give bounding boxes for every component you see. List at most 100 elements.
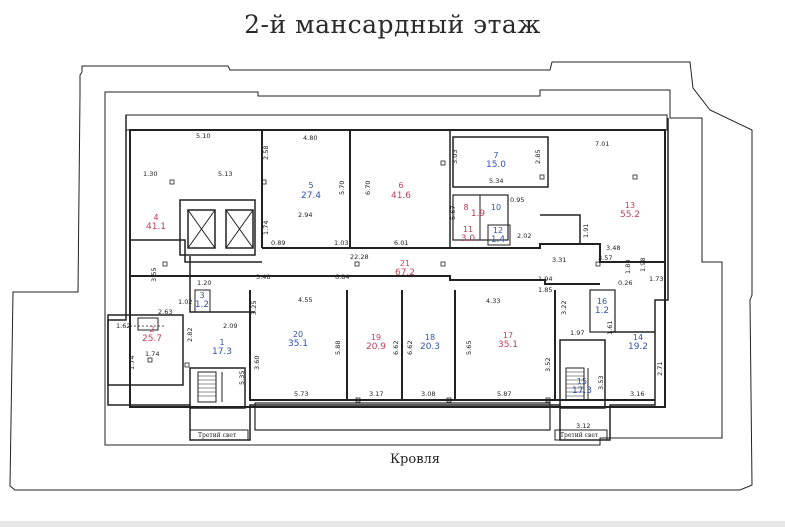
dim-label: 1.20 bbox=[197, 279, 211, 287]
room-13-number: 13 bbox=[625, 201, 635, 210]
dim-label: 6.62 bbox=[406, 341, 414, 355]
room-1-area: 17.3 bbox=[212, 347, 232, 357]
room-3-area: 1.2 bbox=[195, 300, 209, 310]
stair-label-right: Третий свет bbox=[560, 432, 599, 439]
dim-label: 5.87 bbox=[497, 390, 511, 398]
dim-label: 1.74 bbox=[145, 350, 159, 358]
dim-label: 3.48 bbox=[256, 273, 270, 281]
dim-label: 3.57 bbox=[598, 254, 612, 262]
stair-label-left: Третий свет bbox=[198, 432, 237, 439]
room-17-area: 35.1 bbox=[498, 340, 518, 350]
dim-label: 3.17 bbox=[369, 390, 383, 398]
room-16-area: 1.2 bbox=[595, 306, 609, 316]
dim-label: 3.03 bbox=[451, 150, 459, 164]
dim-label: 5.35 bbox=[238, 371, 246, 385]
dim-label: 1.74 bbox=[262, 221, 270, 235]
room-12-number: 12 bbox=[493, 226, 503, 235]
dim-label: 3.31 bbox=[552, 256, 566, 264]
room-15-number: 15 bbox=[577, 377, 587, 386]
room-7-number: 7 bbox=[493, 151, 498, 160]
roof-outline bbox=[9, 61, 753, 491]
dim-label: 3.08 bbox=[421, 390, 435, 398]
dim-label: 6.62 bbox=[392, 341, 400, 355]
dim-label: 2.94 bbox=[298, 211, 312, 219]
dim-label: 1.97 bbox=[570, 329, 584, 337]
column-markers bbox=[147, 160, 638, 403]
dim-label: 3.53 bbox=[597, 376, 605, 390]
dim-label: 5.34 bbox=[489, 177, 503, 185]
dim-label: 2.63 bbox=[158, 308, 172, 316]
dim-label: 1.73 bbox=[649, 275, 663, 283]
room-6-number: 6 bbox=[398, 181, 403, 190]
room-11-number: 11 bbox=[463, 225, 473, 234]
room-20-area: 35.1 bbox=[288, 339, 308, 349]
dimension-labels: 5.10 4.80 7.01 1.30 5.13 2.58 6.70 5.70 … bbox=[116, 132, 664, 430]
dim-label: 3.16 bbox=[630, 390, 644, 398]
room-5-number: 5 bbox=[308, 181, 313, 190]
roof-label: Кровля bbox=[390, 452, 440, 467]
dim-label: 5.70 bbox=[338, 181, 346, 195]
dim-label: 1.61 bbox=[606, 321, 614, 335]
dim-label: 4.55 bbox=[298, 296, 312, 304]
dim-label: 6.84 bbox=[335, 273, 349, 281]
dim-label: 1.88 bbox=[624, 260, 632, 274]
dim-label: 5.10 bbox=[196, 132, 210, 140]
room-12-area: 1.4 bbox=[491, 235, 506, 245]
dim-label: 5.88 bbox=[334, 341, 342, 355]
dim-label: 1.74 bbox=[128, 356, 136, 370]
dim-label: 2.82 bbox=[186, 328, 194, 342]
room-11-area: 3.0 bbox=[461, 234, 476, 244]
dim-label: 3.48 bbox=[606, 244, 620, 252]
room-14-area: 19.2 bbox=[628, 342, 648, 352]
room-7-area: 15.0 bbox=[486, 160, 506, 170]
dim-label: 1.02 bbox=[178, 298, 192, 306]
dim-label: 3.55 bbox=[150, 268, 158, 282]
dim-label: 2.09 bbox=[223, 322, 237, 330]
room-16-number: 16 bbox=[597, 297, 607, 306]
dim-label: 1.85 bbox=[538, 286, 552, 294]
dim-label: 1.94 bbox=[538, 275, 552, 283]
dim-label: 6.01 bbox=[394, 239, 408, 247]
room-13-area: 55.2 bbox=[620, 210, 640, 220]
dim-label: 2.71 bbox=[656, 362, 664, 376]
dim-label: 1.62 bbox=[116, 322, 130, 330]
room-8-number: 8 bbox=[463, 203, 468, 212]
dim-label: 3.60 bbox=[253, 356, 261, 370]
room-4-area: 41.1 bbox=[146, 222, 166, 232]
dim-label: 2.02 bbox=[517, 232, 531, 240]
dim-label: 3.25 bbox=[250, 301, 258, 315]
dim-label: 1.03 bbox=[334, 239, 348, 247]
dim-label: 5.73 bbox=[294, 390, 308, 398]
dim-label: 4.33 bbox=[486, 297, 500, 305]
building-walls bbox=[107, 114, 669, 441]
dim-label: 5.65 bbox=[465, 341, 473, 355]
dim-label: 3.52 bbox=[544, 358, 552, 372]
plan-title: 2-й мансардный этаж bbox=[244, 10, 541, 39]
room-18-area: 20.3 bbox=[420, 342, 440, 352]
dim-label: 1.91 bbox=[582, 224, 590, 238]
dim-label: 22.28 bbox=[350, 253, 369, 261]
room-19-area: 20.9 bbox=[366, 342, 386, 352]
room-17-number: 17 bbox=[503, 331, 513, 340]
room-21-number: 21 bbox=[400, 259, 410, 268]
room-6-area: 41.6 bbox=[391, 191, 411, 201]
dim-label: 4.80 bbox=[303, 134, 317, 142]
dim-label: 5.13 bbox=[218, 170, 232, 178]
room-5-area: 27.4 bbox=[301, 191, 321, 201]
room-2-number: 2 bbox=[149, 325, 154, 334]
room-14-number: 14 bbox=[633, 333, 643, 342]
room-10-number: 10 bbox=[491, 203, 501, 212]
room-1-number: 1 bbox=[219, 338, 224, 347]
room-15-area: 17.3 bbox=[572, 386, 592, 396]
dim-label: 3.12 bbox=[576, 422, 590, 430]
dim-label: 5.67 bbox=[449, 206, 457, 220]
room-2-area: 25.7 bbox=[142, 334, 162, 344]
bottom-bar bbox=[0, 521, 785, 527]
dim-label: 1.30 bbox=[143, 170, 157, 178]
dim-label: 2.58 bbox=[262, 146, 270, 160]
dim-label: 6.70 bbox=[364, 181, 372, 195]
dim-label: 7.01 bbox=[595, 140, 609, 148]
dim-label: 1.98 bbox=[639, 258, 647, 272]
room-labels: 1 17.3 2 25.7 3 1.2 4 41.1 5 27.4 6 41.6… bbox=[142, 151, 648, 396]
